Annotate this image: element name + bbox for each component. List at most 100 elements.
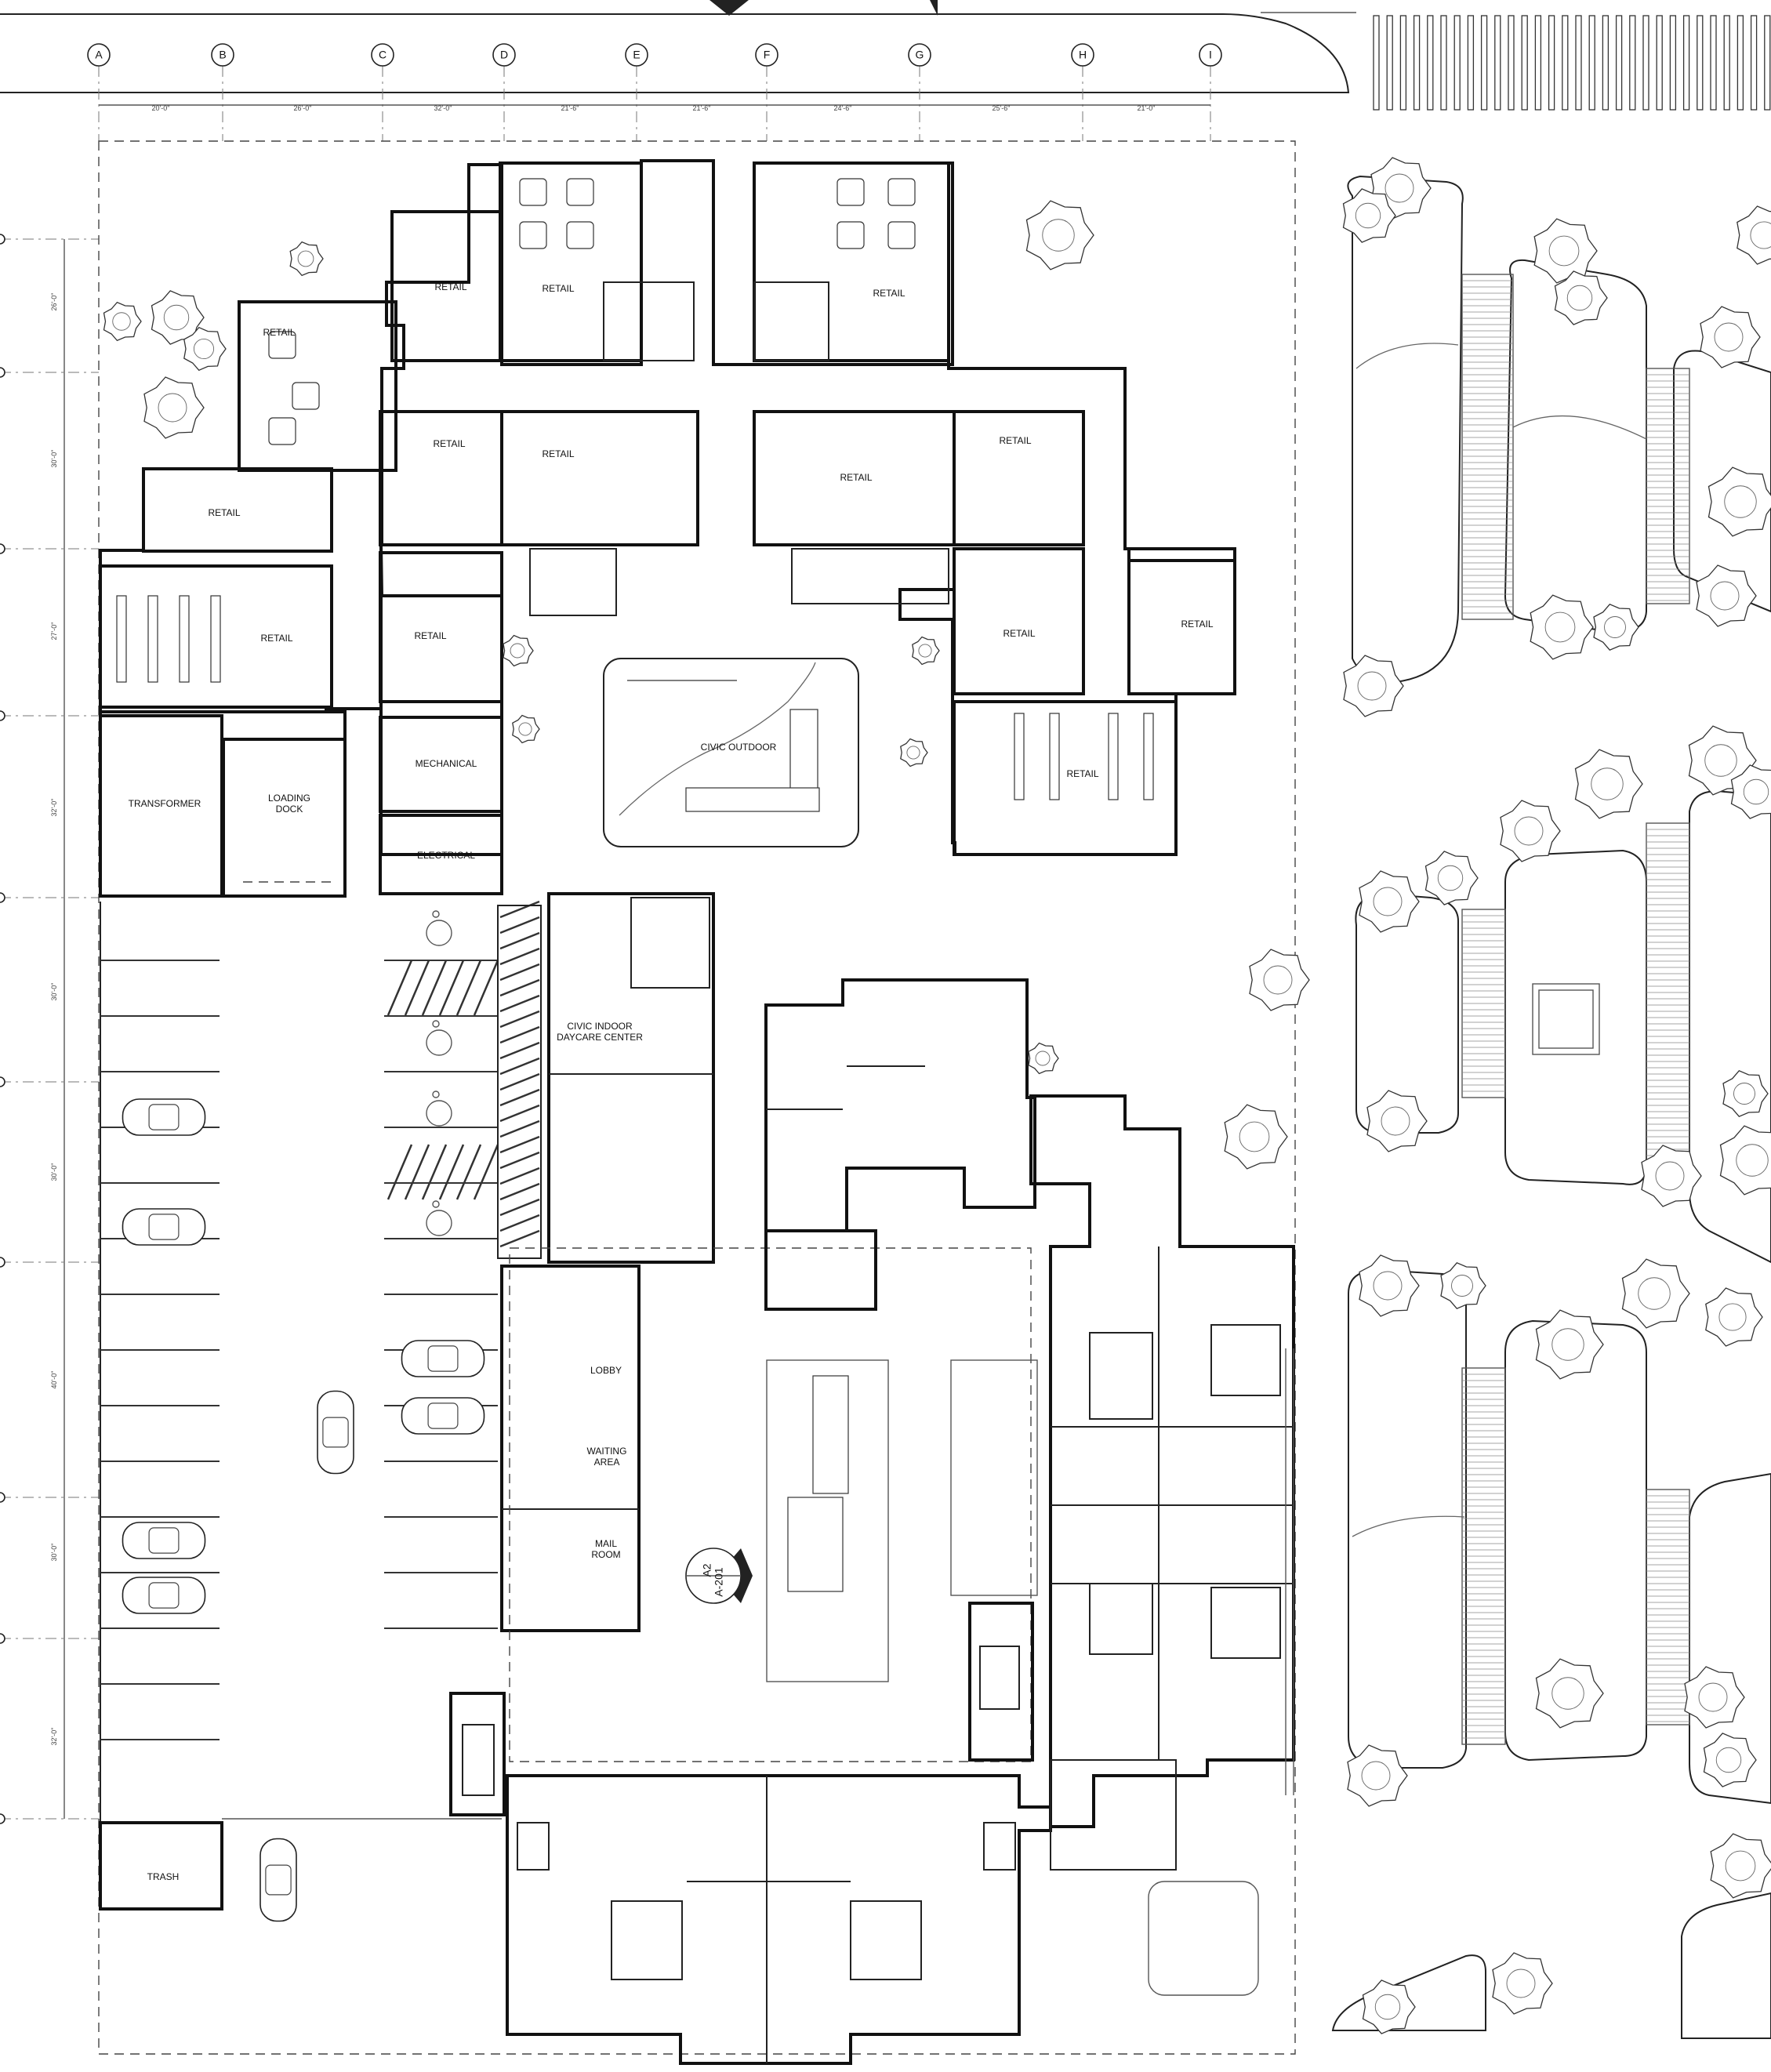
- car: [401, 1397, 485, 1435]
- hatch-stripe: [499, 916, 540, 934]
- retail-north-3: [753, 161, 950, 362]
- park-pod-11: [1681, 1892, 1771, 2039]
- svg-text:32'-0": 32'-0": [50, 799, 58, 817]
- car-window: [322, 1417, 349, 1448]
- crosswalk-stripe: [1480, 15, 1488, 111]
- label-transformer: TRANSFORMER: [129, 798, 201, 809]
- tree: [1696, 564, 1757, 627]
- svg-text:32'-0": 32'-0": [434, 104, 452, 112]
- stair-core-1: [529, 548, 617, 616]
- tree: [1342, 188, 1396, 243]
- tree: [503, 634, 534, 667]
- retail-west-2: [99, 564, 333, 709]
- tree-core: [112, 312, 131, 331]
- crosswalk-stripe: [1494, 15, 1501, 111]
- svg-text:I: I: [1209, 49, 1212, 61]
- car: [317, 1390, 354, 1475]
- tree: [1347, 1744, 1408, 1807]
- svg-text:A-201: A-201: [713, 1567, 725, 1597]
- accessible-symbol-head: [432, 1090, 440, 1098]
- crosswalk-stripe: [1682, 15, 1690, 111]
- hatch-stripe: [499, 1229, 540, 1248]
- grid-row-bubble: [0, 1492, 5, 1503]
- svg-text:25'-6": 25'-6": [993, 104, 1011, 112]
- hatch-stripe: [499, 978, 540, 997]
- tree: [1641, 1145, 1702, 1207]
- grid-row-bubble: [0, 1257, 5, 1268]
- tree: [1359, 870, 1420, 933]
- tree: [1249, 949, 1310, 1011]
- tree: [1359, 1254, 1420, 1317]
- crosswalk-stripe: [1723, 15, 1730, 111]
- north-room-labels: RETAIL RETAIL RETAIL RETAIL RETAIL RETAI…: [129, 281, 1214, 861]
- crosswalk-stripe: [1562, 15, 1569, 111]
- accessible-symbol: [426, 1029, 452, 1056]
- crosswalk-stripe: [1521, 15, 1528, 111]
- stair-west: [449, 1692, 506, 1816]
- crosswalk-stripe: [1588, 15, 1595, 111]
- park-pod-6: [1689, 790, 1771, 1264]
- tree-core: [1743, 778, 1769, 805]
- tree-core: [1373, 1271, 1403, 1301]
- grid-row-bubble: [0, 543, 5, 554]
- tree-core: [193, 338, 215, 360]
- svg-text:F: F: [764, 49, 771, 61]
- tree-core: [1710, 581, 1740, 611]
- section-marker: A2 A-201: [685, 1548, 753, 1604]
- label-retail-14: RETAIL: [1066, 768, 1098, 779]
- crosswalk-stripe: [1467, 15, 1475, 111]
- tree-core: [1698, 1682, 1728, 1712]
- svg-text:30'-0": 30'-0": [50, 450, 58, 468]
- hatch-stripe: [499, 1198, 540, 1217]
- retail-furniture: [116, 178, 1154, 800]
- label-retail-8: RETAIL: [840, 472, 872, 483]
- car: [401, 1340, 485, 1377]
- grid-bubble-g: G: [908, 43, 931, 67]
- label-retail-9: RETAIL: [999, 435, 1031, 446]
- park-pod-5: [1504, 849, 1647, 1185]
- svg-text:20'-0": 20'-0": [152, 104, 170, 112]
- crosswalk-stripe: [1750, 15, 1758, 111]
- shelf: [147, 595, 158, 683]
- crosswalk-stripe: [1373, 15, 1380, 111]
- tree-core: [1548, 235, 1580, 267]
- tree: [900, 738, 928, 767]
- svg-text:E: E: [633, 49, 640, 61]
- tree-core: [918, 644, 932, 658]
- tree: [1530, 594, 1594, 660]
- tree-core: [163, 304, 190, 331]
- tree-core: [1604, 616, 1626, 638]
- tree: [1343, 655, 1404, 717]
- accessible-symbol-head: [432, 1200, 440, 1208]
- hatch-stripe: [499, 1104, 540, 1123]
- crosswalk-stripe: [1413, 15, 1421, 111]
- retail-north-2: [499, 161, 643, 362]
- park-ramp: [1646, 822, 1690, 1177]
- hatch-stripe: [499, 1010, 540, 1029]
- tree: [1224, 1104, 1288, 1170]
- tree: [1710, 1833, 1771, 1899]
- label-mechanical: MECHANICAL: [416, 758, 477, 769]
- grid-row-bubble: [0, 1076, 5, 1087]
- tree: [1028, 1042, 1059, 1075]
- hatch-stripe: [404, 1144, 430, 1200]
- svg-text:C: C: [379, 49, 386, 61]
- car-window: [148, 1104, 180, 1130]
- tree-core: [1381, 1106, 1410, 1136]
- car: [122, 1577, 206, 1614]
- crosswalk-stripe: [1453, 15, 1461, 111]
- grid-bubble-c: C: [371, 43, 394, 67]
- tree-core: [297, 250, 314, 267]
- label-retail-11: RETAIL: [414, 630, 446, 641]
- label-waiting-2: AREA: [594, 1457, 620, 1468]
- tree: [1535, 1309, 1604, 1380]
- park-pod-3: [1673, 350, 1771, 613]
- hatch-stripe: [455, 960, 482, 1016]
- tree-core: [1715, 1747, 1742, 1773]
- car-window: [427, 1403, 459, 1429]
- park-pod-1: [1347, 175, 1464, 684]
- tree-core: [1544, 611, 1576, 643]
- label-daycare-2: DAYCARE CENTER: [557, 1032, 643, 1043]
- tree: [1535, 1658, 1604, 1729]
